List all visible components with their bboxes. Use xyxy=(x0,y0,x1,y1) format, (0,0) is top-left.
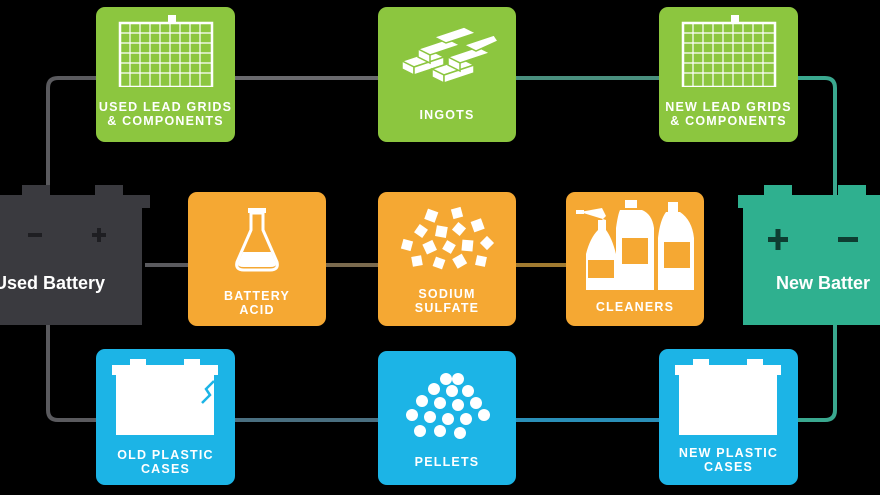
cracked-case-icon xyxy=(112,359,218,435)
lead-grid-icon xyxy=(118,15,214,87)
box-label: NEW LEAD GRIDS& COMPONENTS xyxy=(665,100,792,128)
new-lead-grids-box: NEW LEAD GRIDS& COMPONENTS xyxy=(659,7,798,142)
bottom-flow-line-right xyxy=(798,325,837,422)
crystals-icon xyxy=(400,206,495,270)
box-label: USED LEAD GRIDS& COMPONENTS xyxy=(98,100,233,128)
box-label: CLEANERS xyxy=(595,300,675,314)
cleaners-box: CLEANERS xyxy=(566,192,704,326)
pellets-icon xyxy=(406,373,490,439)
used-battery-label: Used Battery xyxy=(0,273,106,293)
box-label: INGOTS xyxy=(419,108,475,122)
cleaner-bottles-icon xyxy=(576,200,694,290)
pellets-box: PELLETS xyxy=(378,351,516,485)
battery-icon xyxy=(738,185,880,325)
top-flow-line-left xyxy=(46,76,96,195)
top-flow-line-right xyxy=(798,76,837,195)
plastic-case-icon xyxy=(675,359,781,435)
ingots-box: INGOTS xyxy=(378,7,516,142)
ingots-icon xyxy=(400,26,500,85)
used-battery: Used Battery xyxy=(0,183,150,325)
battery-icon xyxy=(0,185,150,325)
lead-grid-icon xyxy=(681,15,777,87)
new-battery: New Batter xyxy=(738,183,880,325)
used-lead-grids-box: USED LEAD GRIDS& COMPONENTS xyxy=(96,7,235,142)
bottom-flow-line-left xyxy=(46,325,96,422)
new-battery-label: New Batter xyxy=(776,273,871,293)
box-label: PELLETS xyxy=(414,455,480,469)
flask-icon xyxy=(235,208,279,272)
